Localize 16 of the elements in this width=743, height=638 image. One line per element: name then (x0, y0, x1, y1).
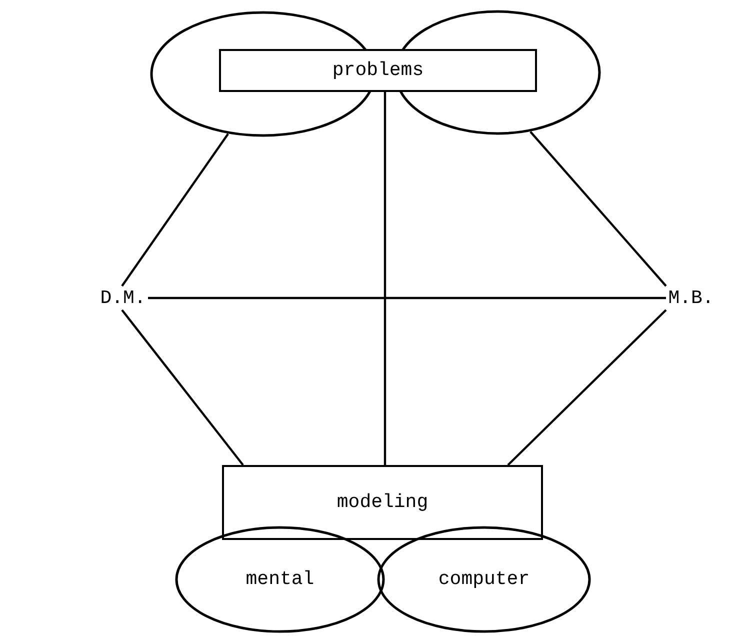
node-text: modeling (336, 493, 428, 512)
label-box (219, 49, 537, 92)
connector-line (507, 309, 667, 466)
node-text: computer (438, 570, 530, 589)
node-text: mental (246, 570, 314, 589)
node-text: problems (332, 61, 424, 80)
node-text: D.M. (100, 288, 146, 308)
ellipse (377, 526, 591, 633)
connector-line (121, 309, 244, 466)
connector-line (384, 92, 386, 465)
node-text: M.B. (668, 288, 714, 308)
label-box (222, 465, 543, 540)
connector-line (121, 133, 229, 287)
connector-line (148, 296, 666, 300)
ellipse (175, 526, 385, 633)
connector-line (530, 131, 667, 287)
